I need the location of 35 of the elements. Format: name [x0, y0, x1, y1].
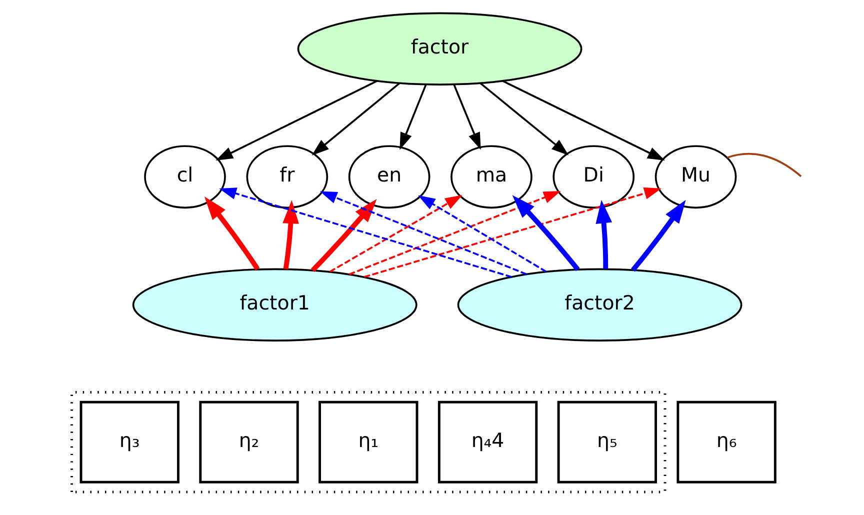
- node-ellipse: factor: [297, 12, 582, 86]
- node-box: η₂: [199, 400, 299, 484]
- arrow: [364, 188, 662, 278]
- arrow: [480, 82, 569, 156]
- node-ellipse: Mu: [654, 145, 737, 209]
- arrow: [320, 191, 527, 276]
- node-box: η₄4: [438, 400, 538, 484]
- arrow: [204, 196, 260, 270]
- arrow: [310, 199, 377, 272]
- node-ellipse: fr: [246, 145, 328, 209]
- arrow: [219, 188, 512, 278]
- node-ellipse: ma: [450, 145, 532, 209]
- node-box: η₅: [557, 400, 658, 484]
- node-ellipse: en: [348, 145, 430, 209]
- arrow: [348, 191, 561, 276]
- arrow: [312, 82, 400, 156]
- arrow: [216, 80, 378, 161]
- arrow: [453, 84, 481, 150]
- node-ellipse: factor1: [132, 268, 418, 342]
- arrow: [512, 195, 580, 272]
- arrow: [400, 84, 427, 150]
- arrow: [502, 80, 665, 161]
- arrow: [631, 200, 686, 272]
- node-ellipse: cl: [144, 145, 226, 209]
- arrow: [282, 200, 299, 270]
- arrow: [596, 200, 612, 269]
- cluster: [70, 391, 666, 494]
- connector: [726, 152, 802, 178]
- node-ellipse: factor2: [457, 268, 742, 342]
- arrow: [418, 195, 547, 272]
- node-box: η₆: [676, 400, 776, 484]
- node-box: η₃: [80, 400, 180, 484]
- arrow: [329, 194, 462, 273]
- node-ellipse: Di: [552, 145, 635, 209]
- node-box: η₁: [318, 400, 418, 484]
